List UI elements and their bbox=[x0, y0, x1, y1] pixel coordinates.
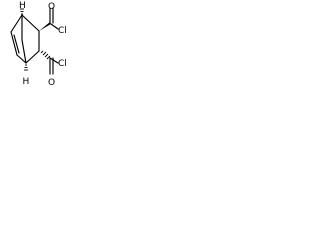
lower-hash-4 bbox=[46, 55, 51, 60]
upper-chlorine-label: Cl bbox=[58, 26, 67, 36]
upper-bridgehead-to-left-vertex-bond bbox=[10, 14, 23, 33]
lower-hash-3 bbox=[44, 53, 49, 58]
methylene-bridge-lower-bond bbox=[21, 39, 27, 64]
top-hydrogen-label: H bbox=[19, 1, 26, 11]
upper-bridgehead-to-right-carbon-bond bbox=[21, 14, 40, 32]
upper-carbonyl-wedge bbox=[39, 22, 51, 31]
upper-acyl-cl-bond bbox=[50, 23, 59, 30]
lower-hash-2 bbox=[42, 51, 47, 56]
molecule-diagram: H H O Cl O Cl bbox=[0, 0, 75, 88]
lower-oxygen-label: O bbox=[48, 78, 55, 88]
left-ring-outer-bond bbox=[10, 31, 18, 56]
alkene-double-bond-line bbox=[13, 34, 20, 54]
bottom-hydrogen-label: H bbox=[23, 77, 30, 87]
lower-acyl-cl-bond bbox=[49, 57, 59, 64]
lower-chlorine-label: Cl bbox=[58, 59, 67, 69]
molecule-structure: H H O Cl O Cl bbox=[10, 1, 67, 88]
lower-hash-1 bbox=[40, 50, 44, 54]
left-ring-to-bottom-bond bbox=[16, 54, 27, 64]
upper-oxygen-label: O bbox=[48, 2, 55, 12]
bottom-bridge-bond bbox=[25, 50, 40, 64]
